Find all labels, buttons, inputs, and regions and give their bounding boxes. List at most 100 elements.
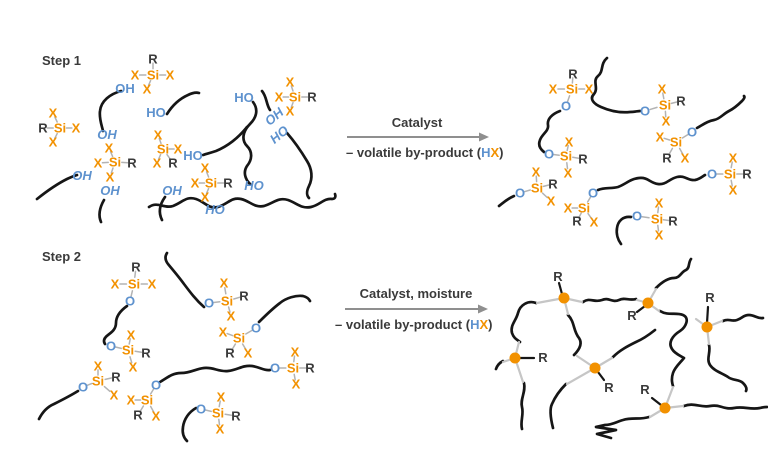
hydroxyl-label: HO <box>244 178 264 193</box>
atom-o: O <box>707 166 717 181</box>
r-bond <box>635 304 647 314</box>
si-bond <box>149 405 155 413</box>
network-chain <box>549 382 568 430</box>
hydroxyl-label: OH <box>100 183 120 198</box>
atom-x: X <box>244 345 253 360</box>
si-bond <box>578 212 582 219</box>
arrow-head-icon <box>479 132 489 142</box>
atom-r: R <box>676 93 686 108</box>
network-chain <box>611 328 657 359</box>
atom-si: Si <box>670 134 682 149</box>
network-chain <box>510 300 538 344</box>
hydroxyl-label: HO <box>205 202 225 217</box>
atom-o: O <box>687 124 697 139</box>
si-bond <box>681 133 689 139</box>
si-bond <box>129 356 133 364</box>
si-bond <box>586 196 592 203</box>
si-bond <box>245 329 253 335</box>
polymer-chain <box>98 198 106 224</box>
atom-o: O <box>151 377 161 392</box>
si-bond <box>293 355 296 363</box>
polymer-chain <box>596 173 707 192</box>
atom-r: R <box>572 213 582 228</box>
si-bond <box>241 343 247 350</box>
si-bond <box>541 192 549 199</box>
arrow-bottom-part: – volatile by-product ( <box>335 317 471 332</box>
atom-si: Si <box>287 360 299 375</box>
si-bond <box>114 346 122 350</box>
atom-r: R <box>239 288 249 303</box>
si-bond <box>572 156 580 159</box>
r-bond <box>650 396 663 407</box>
atom-x: X <box>105 140 114 155</box>
r-bond <box>705 305 710 325</box>
crosslink-node <box>701 321 713 333</box>
polymer-chain <box>158 195 167 222</box>
atom-x: X <box>564 200 573 215</box>
arrow-bottom-label: – volatile by-product (HX) <box>346 145 503 160</box>
si-bond <box>649 106 658 111</box>
atom-x: X <box>131 67 140 82</box>
si-bond <box>290 85 294 92</box>
r-bond <box>557 281 564 296</box>
si-bond <box>293 373 296 381</box>
r-label: R <box>538 350 548 365</box>
atom-si: Si <box>233 330 245 345</box>
hydroxyl-label: OH <box>162 183 182 198</box>
atom-x: X <box>152 408 161 423</box>
atom-x: X <box>658 81 667 96</box>
r-label: R <box>705 290 715 305</box>
network-chain <box>707 343 748 393</box>
atom-x: X <box>227 308 236 323</box>
atom-x: X <box>191 175 200 190</box>
arrow-bottom-part: X <box>490 145 499 160</box>
si-bond <box>54 116 58 123</box>
si-bond <box>663 137 671 141</box>
atom-x: X <box>110 387 119 402</box>
atom-x: X <box>549 81 558 96</box>
atom-si: Si <box>560 148 572 163</box>
si-bond <box>641 216 650 219</box>
atom-x: X <box>291 344 300 359</box>
crosslink-node <box>659 402 671 414</box>
atom-x: X <box>292 376 301 391</box>
si-bond <box>157 153 162 161</box>
si-bond <box>542 184 550 188</box>
r-bond <box>596 370 606 382</box>
polymer-chain <box>537 109 562 154</box>
atom-si: Si <box>128 276 140 291</box>
atom-r: R <box>742 166 752 181</box>
si-bond <box>147 79 152 87</box>
si-bond <box>128 338 131 345</box>
atom-x: X <box>127 392 136 407</box>
polymer-chain <box>497 194 516 208</box>
atom-x: X <box>72 120 81 135</box>
atom-r: R <box>568 66 578 81</box>
atom-x: X <box>201 160 210 175</box>
si-bond <box>668 147 674 155</box>
atom-x: X <box>275 89 284 104</box>
si-bond <box>224 286 227 295</box>
atom-o: O <box>270 360 280 375</box>
atom-si: Si <box>566 81 578 96</box>
si-bond <box>205 171 210 178</box>
r-label: R <box>627 308 637 323</box>
atom-r: R <box>578 151 588 166</box>
atom-x: X <box>201 189 210 204</box>
atom-si: Si <box>531 180 543 195</box>
si-bond <box>678 147 684 155</box>
polymer-chain <box>285 131 313 200</box>
network-chain <box>658 309 689 388</box>
polymer-chain <box>102 304 129 346</box>
polymer-chain <box>201 125 249 157</box>
atom-r: R <box>141 345 151 360</box>
atom-si: Si <box>212 405 224 420</box>
